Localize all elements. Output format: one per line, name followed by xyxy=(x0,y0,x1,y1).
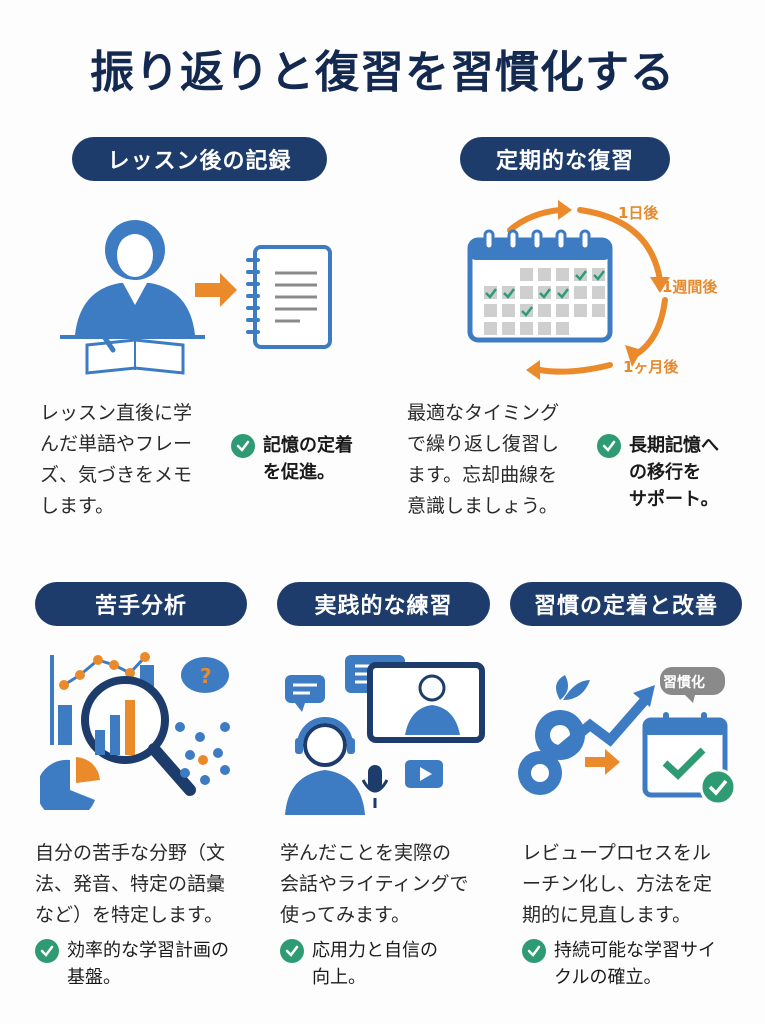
benefit-practical-practice: 応用力と自信の向上。 xyxy=(280,937,438,991)
section-body-weakness-analysis: 自分の苦手な分野（文 法、発音、特定の語彙 など）を特定します。 xyxy=(35,842,226,926)
benefit-weakness-analysis: 効率的な学習計画の基盤。 xyxy=(35,937,229,991)
section-heading-habit-improvement: 習慣の定着と改善 xyxy=(510,582,742,626)
section-heading-practical-practice: 実践的な練習 xyxy=(277,582,490,626)
cycle-label-1month: 1ヶ月後 xyxy=(623,358,679,376)
check-circle-icon xyxy=(522,939,546,963)
habit-badge: 習慣化 xyxy=(663,675,705,691)
cycle-label-1week: 1週間後 xyxy=(662,278,718,296)
section-heading-lesson-record: レッスン後の記録 xyxy=(72,137,327,181)
section-body-periodic-review: 最適なタイミング で繰り返し復習し ます。忘却曲線を 意識しましょう。 xyxy=(407,402,560,517)
cycle-label-1day: 1日後 xyxy=(618,204,659,222)
section-body-practical-practice: 学んだことを実際の 会話やライティングで 使ってみます。 xyxy=(280,842,469,926)
check-circle-icon xyxy=(231,434,255,458)
page-title: 振り返りと復習を習慣化する xyxy=(90,47,675,98)
person-writing-illustration xyxy=(60,220,332,375)
section-heading-weakness-analysis: 苦手分析 xyxy=(35,582,247,626)
check-circle-icon xyxy=(280,939,304,963)
benefit-periodic-review: 長期記憶への移行をサポート。 xyxy=(597,432,719,513)
magnifier-analysis-illustration: ? xyxy=(40,652,230,810)
check-circle-icon xyxy=(35,939,59,963)
calendar-cycle-illustration xyxy=(467,200,670,380)
svg-text:?: ? xyxy=(200,664,212,688)
section-body-lesson-record: レッスン直後に学 んだ単語やフレー ズ、気づきをメモ します。 xyxy=(40,402,193,517)
benefit-habit-improvement: 持続可能な学習サイクルの確立。 xyxy=(522,937,716,991)
section-body-habit-improvement: レビュープロセスをル ーチン化し、方法を定 期的に見直します。 xyxy=(522,842,713,926)
conversation-practice-illustration xyxy=(285,655,485,815)
section-heading-periodic-review: 定期的な復習 xyxy=(460,137,670,181)
habit-growth-illustration xyxy=(518,667,737,806)
benefit-lesson-record: 記憶の定着を促進。 xyxy=(231,432,353,486)
check-circle-icon xyxy=(597,434,621,458)
